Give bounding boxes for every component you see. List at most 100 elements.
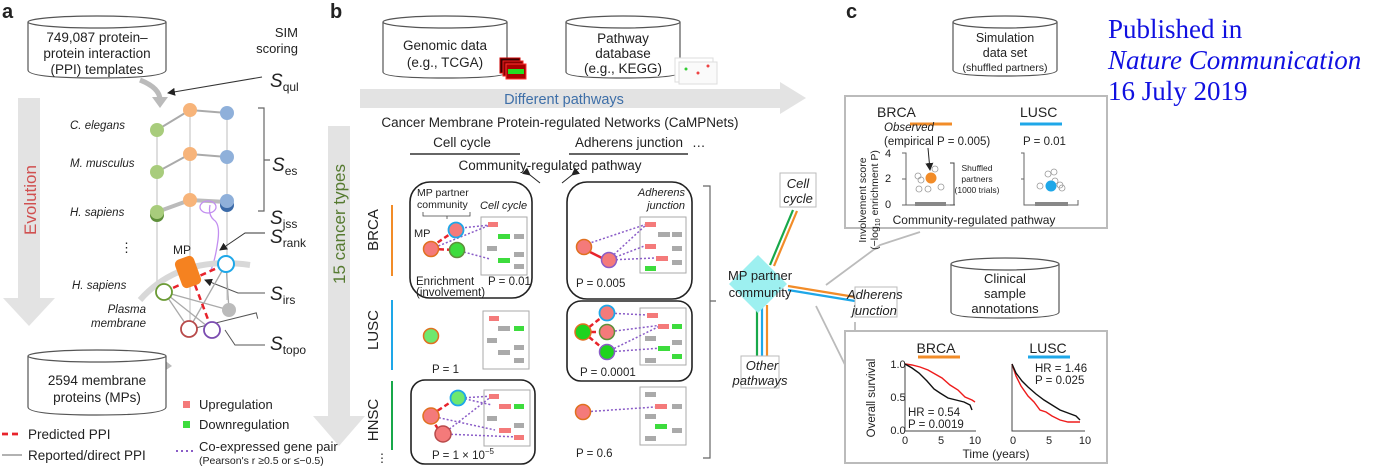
mp-protein-icon (174, 255, 202, 289)
mp-db-line1: 2594 membrane (48, 373, 146, 388)
evolution-label: Evolution (21, 165, 40, 235)
lusc-involvement-p: P = 0.01 (1023, 136, 1066, 148)
svg-text:Cell: Cell (787, 176, 811, 191)
svg-text:junction: junction (645, 200, 685, 212)
legend-up: Upregulation (199, 397, 273, 412)
clinical-db: Clinical sample annotations (950, 257, 1060, 319)
row-label-brca: BRCA (365, 209, 382, 251)
survival-lusc-title: LUSC (1029, 340, 1066, 356)
survival-brca-title: BRCA (917, 340, 957, 356)
svg-text:Stopo: Stopo (270, 334, 306, 357)
svg-text:Other: Other (746, 358, 779, 373)
svg-text:1.0: 1.0 (890, 359, 905, 371)
svg-text:0.5: 0.5 (890, 392, 905, 404)
publication-date: 16 July 2019 (1108, 76, 1248, 106)
svg-text:Enrichment: Enrichment (416, 276, 475, 288)
p-lusc-cell-cycle: P = 1 (432, 364, 459, 376)
mp-label: MP (173, 243, 191, 257)
involvement-brca-title: BRCA (877, 104, 917, 120)
svg-text:Simulation: Simulation (976, 31, 1034, 45)
svg-text:Cell cycle: Cell cycle (480, 200, 527, 212)
svg-text:…: … (692, 135, 706, 150)
svg-text:MP partner: MP partner (417, 187, 469, 199)
campnets-title: Cancer Membrane Protein-regulated Networ… (381, 115, 738, 130)
svg-text:5: 5 (1046, 435, 1052, 447)
score-labels: Squl Ses Sjss Srank Sirs Stopo (270, 71, 307, 357)
ppi-db-line1: 749,087 protein– (46, 30, 148, 45)
brca-observed-point (925, 172, 937, 184)
involvement-ylabel: Involvement score (857, 157, 869, 242)
lusc-hr: HR = 1.46 (1035, 363, 1087, 375)
hub-label-2: community (729, 285, 792, 300)
empirical-p: (empirical P = 0.005) (884, 136, 990, 148)
svg-text:⋮: ⋮ (376, 451, 388, 465)
publication-journal: Nature Communication (1108, 45, 1362, 75)
ppi-db-line2: protein interaction (43, 46, 150, 61)
ppi-arrowhead (152, 97, 168, 108)
panel-c: c Simulation data set (shuffled partners… (844, 1, 1108, 464)
lusc-adherens-network: P = 0.0001 (566, 300, 693, 382)
legend-up-swatch (183, 401, 190, 408)
mp-partner-community-hub: MP partner community Cell cycle Adherens… (728, 172, 903, 389)
community-regulated-label: Community-regulated pathway (458, 158, 641, 173)
hnsc-adherens-network: P = 0.6 (574, 386, 687, 460)
legend-down: Downregulation (199, 417, 289, 432)
ytick-2: 2 (885, 173, 891, 185)
panel-b: b Genomic data (e.g., TCGA) Pathway data… (313, 1, 921, 465)
svg-text:partners: partners (961, 174, 992, 184)
mp-db-line2: proteins (MPs) (53, 390, 141, 405)
legend-reported: Reported/direct PPI (28, 448, 146, 463)
legend-coexp-note: (Pearson's r ≥0.5 or ≤−0.5) (199, 455, 324, 467)
hnsc-cell-cycle-network: P = 1 × 10−5 (410, 379, 536, 465)
publication-note: Published in Nature Communication 16 Jul… (1108, 14, 1361, 107)
svg-text:P = 1 × 10−5: P = 1 × 10−5 (432, 447, 495, 462)
involvement-lusc-title: LUSC (1020, 104, 1057, 120)
svg-text:0.0: 0.0 (890, 425, 905, 437)
brca-survival-p: P = 0.0019 (908, 419, 964, 431)
legend-coexp: Co-expressed gene pair (199, 439, 338, 454)
row-label-lusc: LUSC (365, 310, 382, 350)
sim-label: SIM (275, 25, 298, 40)
svg-text:data set: data set (983, 46, 1028, 60)
hub-label-1: MP partner (728, 268, 793, 283)
brca-adherens-network: Adherens junction P = 0.005 (566, 181, 693, 300)
p-brca-adherens: P = 0.005 (576, 278, 625, 290)
observed-label: Observed (884, 122, 934, 134)
svg-text:(shuffled partners): (shuffled partners) (962, 62, 1047, 74)
svg-text:Genomic data: Genomic data (403, 38, 488, 53)
svg-text:Srank: Srank (270, 227, 307, 250)
pathway-db: Pathway database (e.g., KEGG) (565, 15, 718, 85)
svg-text:community: community (417, 199, 469, 211)
jss-link (208, 204, 220, 273)
es-bracket (258, 107, 270, 212)
row-label-hnsc: HNSC (365, 399, 382, 442)
svg-text:pathways: pathways (732, 373, 788, 388)
column-cell-cycle: Cell cycle (433, 135, 491, 150)
svg-text:Squl: Squl (270, 71, 299, 94)
svg-text:0: 0 (1010, 435, 1016, 447)
ppi-db-line3: (PPI) templates (50, 62, 143, 77)
svg-text:(e.g., KEGG): (e.g., KEGG) (584, 61, 662, 76)
svg-text:cycle: cycle (783, 191, 813, 206)
plasma-label: Plasma (108, 304, 146, 316)
svg-text:Shuffled: Shuffled (961, 163, 992, 173)
svg-text:Adherens: Adherens (846, 287, 903, 302)
svg-text:10: 10 (1079, 435, 1091, 447)
svg-text:(1000 trials): (1000 trials) (955, 185, 1000, 195)
membrane-proteins-db: 2594 membrane proteins (MPs) (27, 349, 167, 416)
svg-text:Pathway: Pathway (597, 31, 649, 46)
svg-text:MP: MP (414, 228, 431, 240)
panel-a-label: a (2, 1, 14, 23)
involvement-score-plot: BRCA LUSC Observed (empirical P = 0.005)… (844, 95, 1108, 250)
ytick-0: 0 (885, 199, 891, 211)
svg-text:0: 0 (902, 435, 908, 447)
ytick-4: 4 (885, 148, 891, 160)
legend: Predicted PPI Reported/direct PPI Upregu… (2, 397, 338, 467)
brca-cell-cycle-network: MP partner community Cell cycle MP Enric… (409, 181, 533, 299)
simulation-db: Simulation data set (shuffled partners) (952, 15, 1058, 77)
svg-text:5: 5 (938, 435, 944, 447)
species-h-sapiens-1: H. sapiens (70, 207, 125, 219)
column-adherens: Adherens junction (575, 135, 683, 150)
species-ellipsis: ⋮ (120, 240, 133, 255)
